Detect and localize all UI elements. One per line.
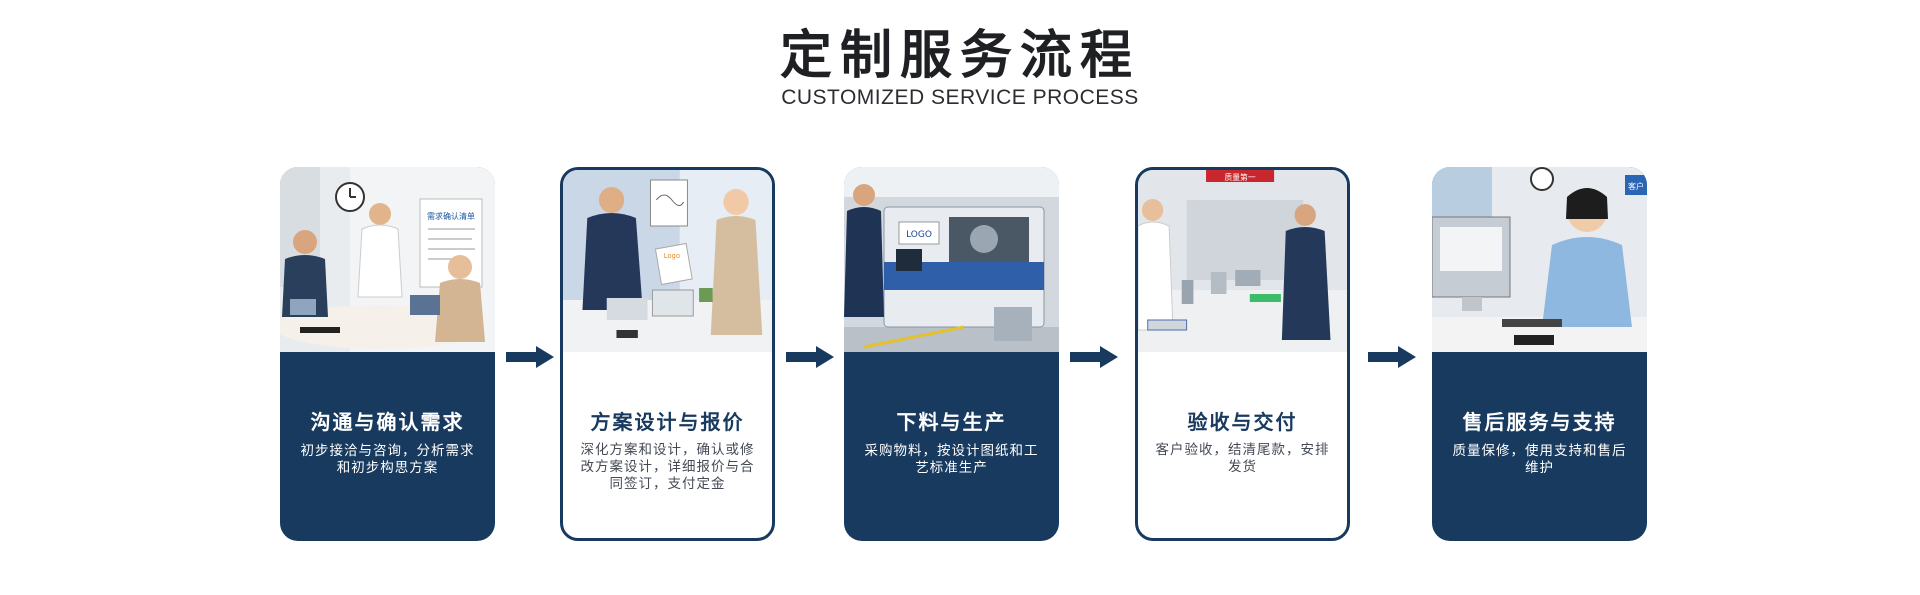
step-card-acceptance-delivery: 质量第一 验收与交付 客户验收，结清尾款，安排发货: [1135, 167, 1350, 541]
step-card-communication: 需求确认清单 沟通与确认需求 初步接洽与咨询，分析需求和初步构思方案: [280, 167, 495, 541]
arrow-right-icon: [1070, 346, 1118, 368]
machine-logo-text: LOGO: [906, 230, 932, 240]
step-description: 质量保修，使用支持和售后维护: [1452, 443, 1627, 476]
step-description: 采购物料，按设计图纸和工艺标准生产: [864, 443, 1039, 476]
page-subtitle: CUSTOMIZED SERVICE PROCESS: [781, 86, 1139, 109]
arrow-right-icon: [506, 346, 554, 368]
step-title: 验收与交付: [1187, 410, 1298, 434]
checklist-text: 需求确认清单: [427, 211, 475, 221]
logo-text: Logo: [664, 252, 680, 260]
step-title: 沟通与确认需求: [310, 410, 465, 434]
step-title: 下料与生产: [896, 410, 1007, 434]
step-description: 客户验收，结清尾款，安排发货: [1155, 442, 1330, 475]
arrow-right-icon: [1368, 346, 1416, 368]
step-description: 深化方案和设计，确认或修改方案设计，详细报价与合同签订，支付定金: [580, 442, 755, 492]
step-card-after-sales: 客户 售后服务与支持 质量保修，使用支持和售后维护: [1432, 167, 1647, 541]
step-image-handshake: Logo: [563, 170, 772, 352]
step-title: 方案设计与报价: [590, 410, 745, 434]
step-image-inspection: 质量第一: [1138, 170, 1347, 352]
step-card-design-quote: Logo 方案设计与报价 深化方案和设计，确认或修改方案设计，详细报价与合同签订…: [560, 167, 775, 541]
step-image-cnc-machine: LOGO: [844, 167, 1059, 352]
step-description: 初步接洽与咨询，分析需求和初步构思方案: [300, 443, 475, 476]
step-card-production: LOGO 下料与生产 采购物料，按设计图纸和工艺标准生产: [844, 167, 1059, 541]
signage-text: 客户: [1628, 181, 1644, 191]
step-image-support-agent: 客户: [1432, 167, 1647, 352]
step-image-meeting: 需求确认清单: [280, 167, 495, 352]
banner-text: 质量第一: [1225, 172, 1256, 182]
step-title: 售后服务与支持: [1462, 410, 1617, 434]
page-title: 定制服务流程: [779, 26, 1140, 86]
arrow-right-icon: [786, 346, 834, 368]
